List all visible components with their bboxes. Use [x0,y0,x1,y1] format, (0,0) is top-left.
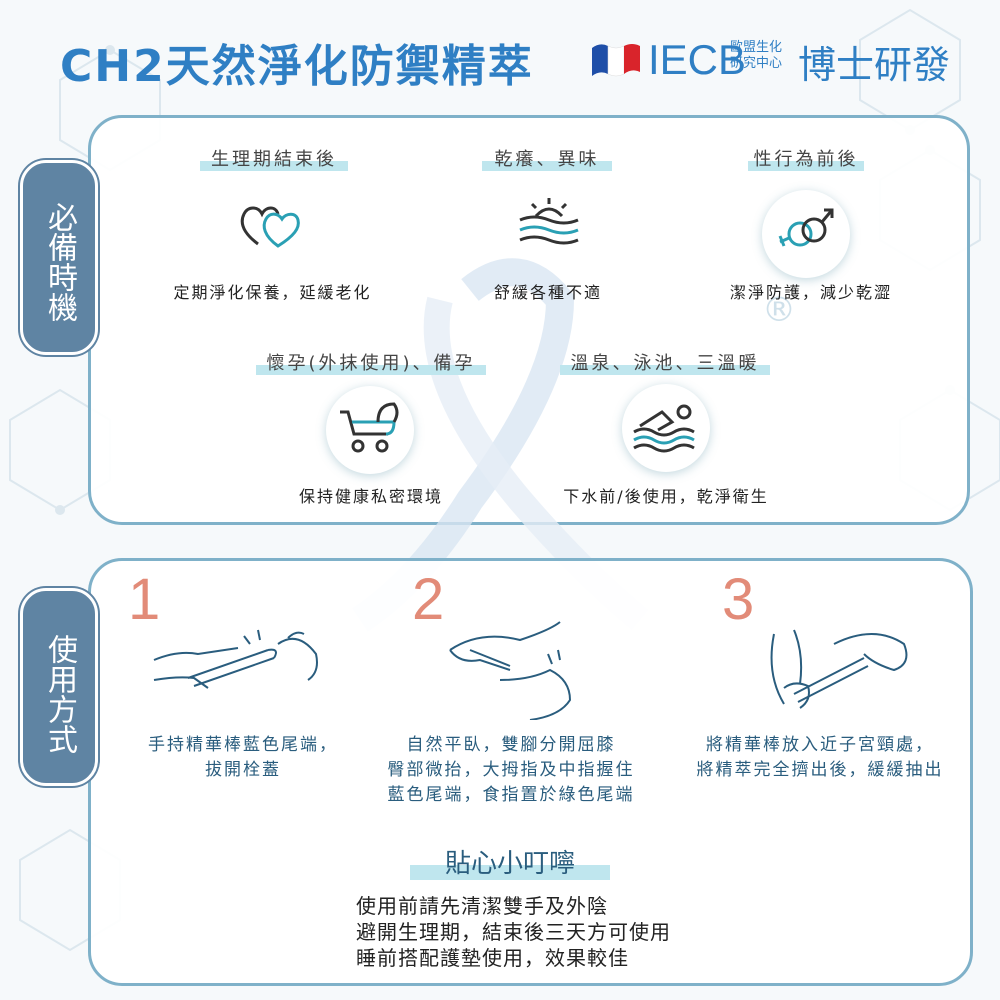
tip-item: 使用前請先清潔雙手及外陰 [356,894,608,918]
french-flag-icon [592,44,640,77]
step-text-2-line2: 臀部微抬，大拇指及中指握住 [387,760,635,780]
timing-desc-spa: 下水前/後使用，乾淨衛生 [563,487,769,506]
timing-desc-itch: 舒緩各種不適 [493,283,602,302]
timing-heading-spa: 溫泉、泳池、三溫暖 [560,349,770,375]
lying-insert-illustration [449,621,572,720]
stroller-icon-circle [326,386,414,474]
tips-title: 貼心小叮嚀 [410,843,610,880]
timing-desc-sex: 潔淨防護，減少乾澀 [729,283,892,302]
step-text-2: 自然平臥，雙腳分開屈膝 臀部微抬，大拇指及中指握住 藍色尾端，食指置於綠色尾端 [366,733,656,808]
section-tab-usage: 使用方式 [20,588,98,786]
timing-heading-pregnancy: 懷孕(外抹使用)、備孕 [256,349,486,375]
header: CH2天然淨化防禦精萃 IECB 歐盟生化 研究中心 博士研發 [0,0,1000,110]
insert-squeeze-illustration [770,629,908,709]
swimmer-icon [633,404,695,453]
gender-symbols-icon [778,208,834,247]
brand-developed: 博士研發 [798,43,951,87]
timing-desc-pregnancy: 保持健康私密環境 [298,487,443,506]
timing-heading-sex: 性行為前後 [748,145,864,171]
tip-item: 睡前搭配護墊使用，效果較佳 [356,946,629,970]
step-text-1-line1: 手持精華棒藍色尾端， [148,735,338,755]
step-text-1: 手持精華棒藍色尾端， 拔開栓蓋 [138,733,348,783]
section-tab-timing: 必備時機 [20,160,98,355]
page-title: CH2天然淨化防禦精萃 [60,41,534,92]
swimmer-icon-circle [622,384,710,472]
timing-heading-itch: 乾癢、異味 [482,145,612,171]
hearts-icon [240,206,300,248]
registered-watermark: ® [762,290,796,330]
step-text-2-line3: 藍色尾端，食指置於綠色尾端 [387,785,635,805]
step-text-1-line2: 拔開栓蓋 [205,760,281,780]
tab-label: 必備時機 [42,202,77,322]
timing-heading-menstruation: 生理期結束後 [200,145,348,171]
step-text-3-line2: 將精萃完全擠出後，緩緩抽出 [696,760,944,780]
timing-panel [88,115,970,525]
soothing-waves-icon [519,198,579,245]
brand-sub-line1: 歐盟生化 [730,40,783,55]
hand-uncap-illustration [153,629,318,689]
stroller-icon [340,402,399,453]
timing-desc-menstruation: 定期淨化保養，延緩老化 [173,283,372,302]
tab-label: 使用方式 [42,634,77,754]
brand-subtitle: 歐盟生化 研究中心 [730,40,782,72]
step-number-2: 2 [412,567,445,632]
brand-sub-line2: 研究中心 [730,56,783,71]
step-number-3: 3 [722,567,755,632]
usage-panel [88,558,973,986]
step-text-3-line1: 將精華棒放入近子宮頸處， [706,735,934,755]
brand-name: IECB [648,36,747,83]
tips-list: 使用前請先清潔雙手及外陰 避開生理期，結束後三天方可使用 睡前搭配護墊使用，效果… [356,893,671,971]
step-text-3: 將精華棒放入近子宮頸處， 將精萃完全擠出後，緩緩抽出 [680,733,960,783]
gender-icon-circle [762,190,850,278]
step-text-2-line1: 自然平臥，雙腳分開屈膝 [406,735,616,755]
tip-item: 避開生理期，結束後三天方可使用 [356,920,671,944]
step-number-1: 1 [128,567,161,632]
